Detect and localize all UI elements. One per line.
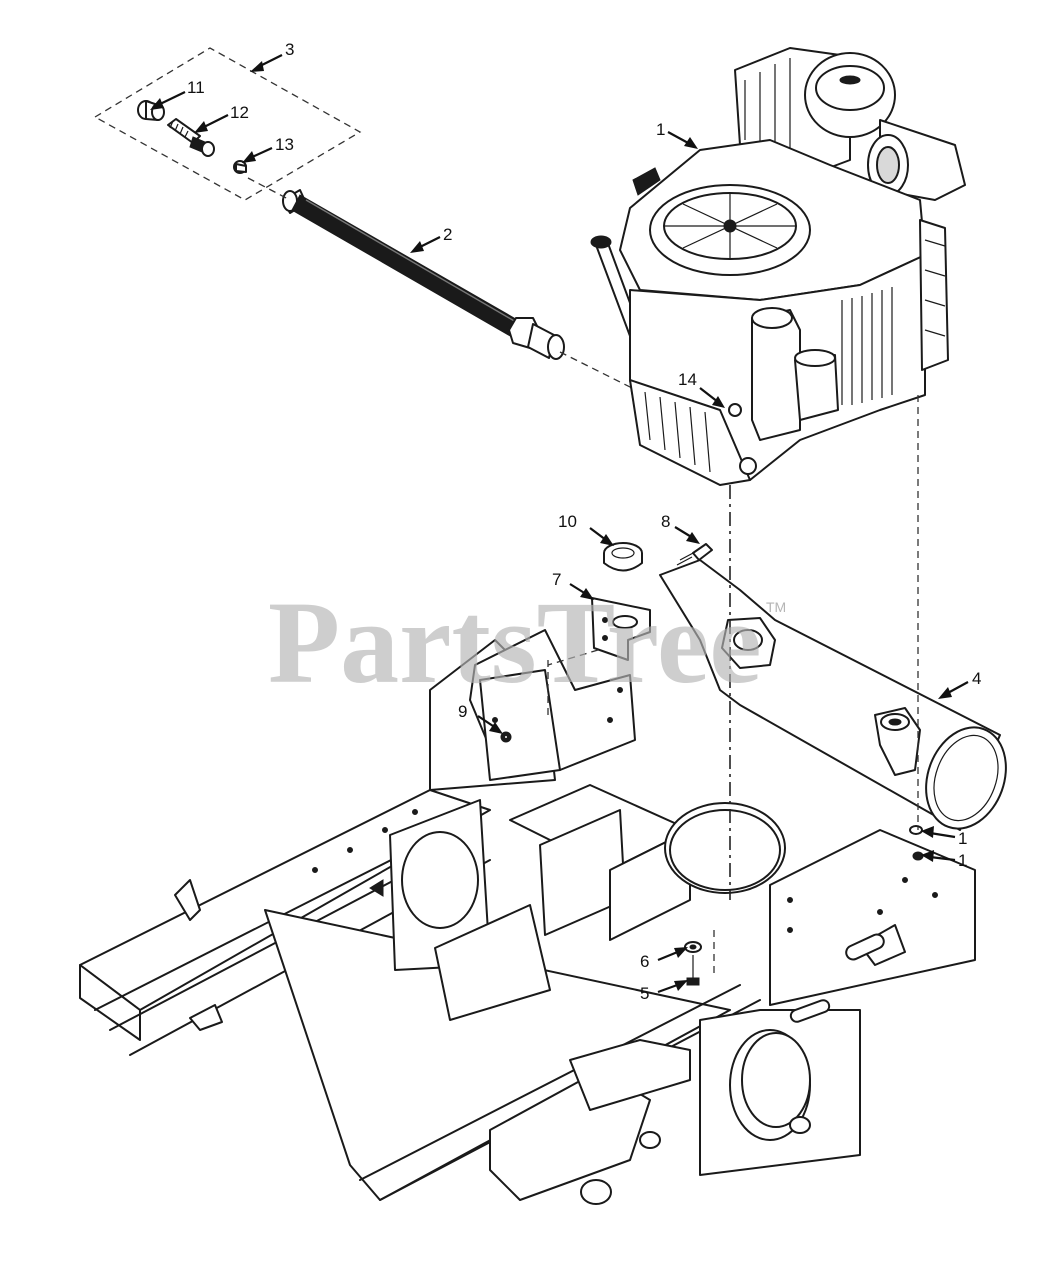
part-13-cap[interactable] [233,160,247,174]
callout-4: 4 [972,669,981,688]
callout-11: 11 [187,78,205,97]
part-12-fitting[interactable] [167,118,215,157]
callout-9: 9 [458,702,467,721]
callout-1-washer: 1 [958,829,967,848]
part-5-bolt[interactable] [686,955,700,986]
callout-1-engine: 1 [656,120,665,139]
callout-arrows [150,54,969,994]
callout-14: 14 [678,370,697,389]
callout-8: 8 [661,512,670,531]
part-6-washer[interactable] [684,941,702,953]
callout-2: 2 [443,225,452,244]
callout-7: 7 [552,570,561,589]
part-1-nut[interactable] [912,851,924,861]
part-1-engine[interactable] [590,47,966,486]
kit-3-dashed-box [93,47,362,201]
part-7-bracket[interactable] [591,597,651,661]
part-9-nut[interactable] [500,731,512,743]
part-4-muffler[interactable] [659,559,1019,840]
callout-12: 12 [230,103,249,122]
watermark-tm: TM [766,599,786,615]
callout-3: 3 [285,40,294,59]
part-8-bolt[interactable] [676,543,713,566]
watermark-text: PartsTree [268,577,762,708]
part-1-washer[interactable] [909,825,923,835]
callout-1-nut: 1 [958,851,967,870]
callout-labels: 3 11 12 13 1 2 14 10 8 7 4 9 1 1 6 5 [187,40,981,1003]
callout-6: 6 [640,952,649,971]
callout-5: 5 [640,984,649,1003]
part-2-drain-hose[interactable] [282,189,565,360]
part-10-grommet[interactable] [603,542,643,572]
watermark: PartsTree TM [268,577,786,708]
callout-10: 10 [558,512,577,531]
callout-13: 13 [275,135,294,154]
mower-frame [79,629,976,1205]
